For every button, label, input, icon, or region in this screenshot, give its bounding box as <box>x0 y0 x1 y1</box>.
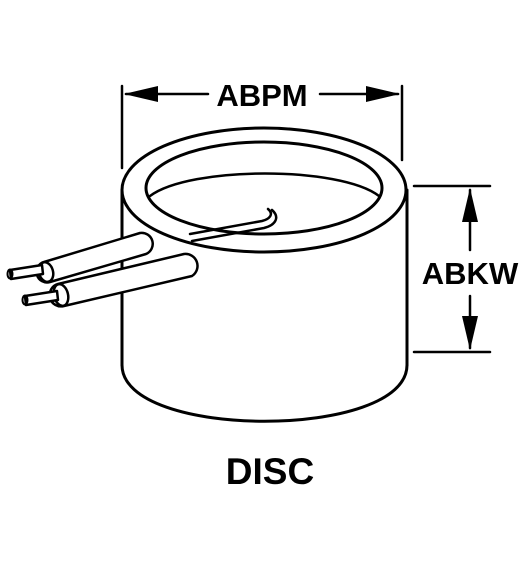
arrowhead-right <box>366 86 400 102</box>
internal-wire <box>188 207 278 243</box>
lead-lower <box>21 252 199 308</box>
diagram-caption: DISC <box>226 451 314 492</box>
arrowhead-down <box>462 316 478 350</box>
width-dimension: ABPM <box>120 78 404 170</box>
height-dimension: ABKW <box>412 184 519 354</box>
lead-upper <box>6 231 154 284</box>
cylinder-body <box>120 188 409 423</box>
cylinder-rim <box>120 126 408 254</box>
height-label: ABKW <box>422 256 519 291</box>
arrowhead-left <box>124 86 158 102</box>
width-label: ABPM <box>216 78 307 113</box>
arrowhead-up <box>462 188 478 222</box>
